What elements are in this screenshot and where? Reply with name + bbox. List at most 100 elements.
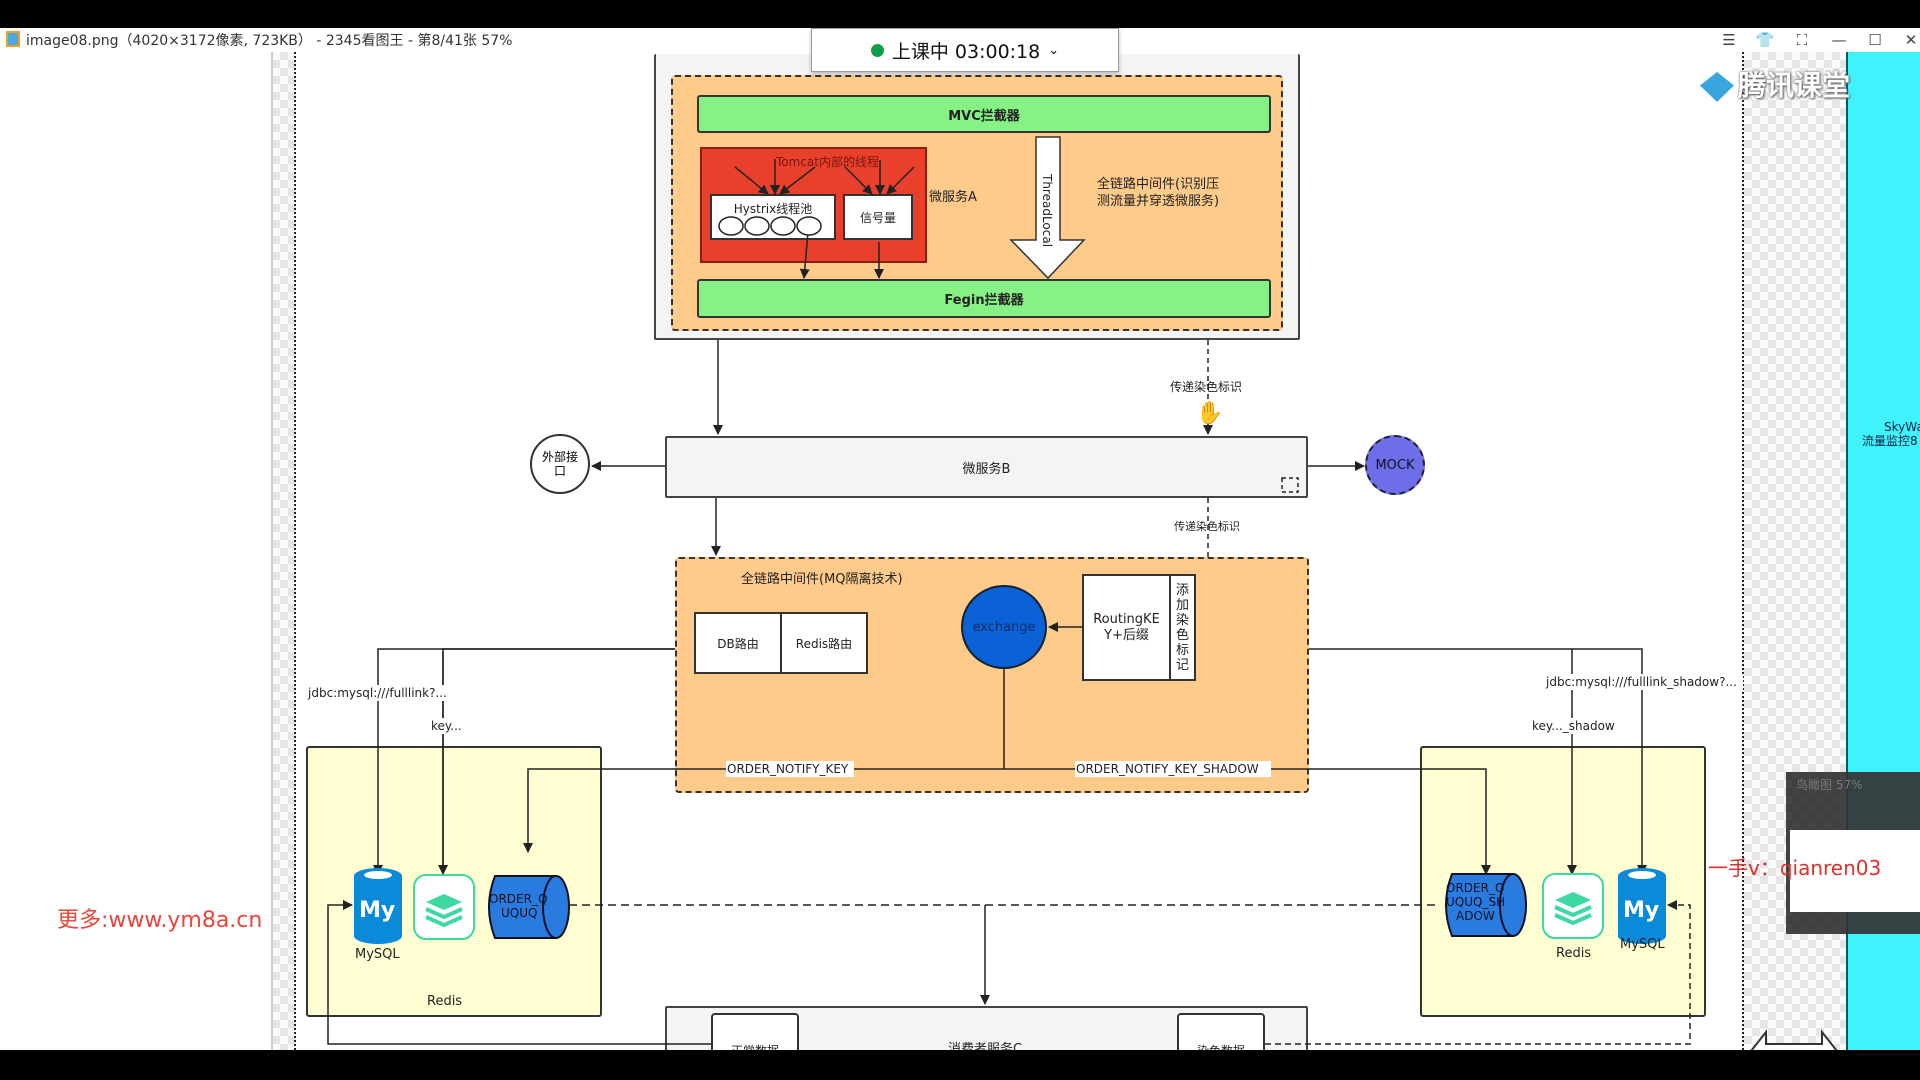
pass-tag-label-2: 传递染色标识 bbox=[1174, 519, 1240, 533]
navigator-preview[interactable] bbox=[1790, 830, 1920, 912]
external-api-node: 外部接 口 bbox=[530, 434, 590, 494]
notify-key-normal-label: ORDER_NOTIFY_KEY bbox=[727, 762, 849, 776]
normal-data-box: 正常数据 bbox=[711, 1013, 799, 1050]
thread-circle bbox=[770, 216, 796, 236]
mysql-normal-label: MySQL bbox=[355, 947, 400, 962]
middleware-note-line2: 测流量并穿透微服务) bbox=[1097, 194, 1220, 209]
middleware-note-line1: 全链路中间件(识别压 bbox=[1097, 177, 1220, 192]
arrow bbox=[734, 166, 769, 195]
external-api-line1: 外部接 bbox=[541, 450, 578, 464]
fegin-interceptor: Fegin拦截器 bbox=[697, 279, 1271, 318]
left-transparent-margin bbox=[272, 52, 296, 1050]
jdbc-normal-line bbox=[373, 648, 675, 875]
app-logo-icon bbox=[6, 31, 20, 47]
redis-normal-icon bbox=[413, 874, 475, 940]
arrow bbox=[779, 166, 816, 195]
skywalking-line1: SkyWa bbox=[1884, 420, 1920, 434]
external-api-line2: 口 bbox=[553, 464, 566, 478]
key-shadow-label: key..._shadow bbox=[1532, 719, 1615, 733]
chevron-down-icon[interactable]: ⌄ bbox=[1048, 42, 1060, 58]
add-tag-char: 染 bbox=[1175, 612, 1189, 628]
add-tag-char: 添 bbox=[1175, 582, 1189, 598]
tencent-classroom-logo: 腾讯课堂 bbox=[1700, 64, 1850, 104]
add-tag-box: 添 加 染 色 标 记 bbox=[1169, 574, 1196, 681]
label-bg bbox=[726, 761, 854, 777]
mysql-shadow-label: MySQL bbox=[1620, 937, 1665, 952]
close-icon[interactable]: ✕ bbox=[1904, 31, 1918, 49]
notify-key-shadow-line bbox=[1004, 768, 1491, 875]
image-viewer-canvas[interactable]: SkyWa 流量监控8 MVC拦截器 Fegin拦截器 Tomcat内部的线程 … bbox=[0, 52, 1920, 1050]
microservice-b: 微服务B bbox=[665, 436, 1308, 498]
notify-key-shadow-label: ORDER_NOTIFY_KEY_SHADOW bbox=[1076, 762, 1259, 776]
threadlocal-arrow bbox=[1009, 136, 1086, 280]
right-page-border bbox=[1742, 52, 1744, 1050]
queue-shadow-line3: ADOW bbox=[1456, 909, 1495, 923]
svg-text:My: My bbox=[1623, 898, 1659, 923]
skin-icon[interactable]: 👕 bbox=[1755, 31, 1775, 49]
thread-circle bbox=[796, 216, 822, 236]
skywalking-label: SkyWa 流量监控8 bbox=[1862, 420, 1920, 448]
jdbc-shadow-line bbox=[1309, 648, 1647, 875]
label-bg bbox=[306, 685, 456, 701]
mock-node: MOCK bbox=[1365, 435, 1425, 495]
tagged-data-box: 染色数据 bbox=[1177, 1013, 1265, 1050]
left-page-border bbox=[294, 52, 296, 1050]
window-title: image08.png（4020×3172像素, 723KB） - 2345看图… bbox=[26, 33, 513, 49]
mysql-shadow-icon: My bbox=[1618, 868, 1666, 944]
skywalking-line2: 流量监控8 bbox=[1862, 434, 1918, 448]
add-tag-char: 记 bbox=[1175, 657, 1189, 673]
diagram-connectors: ThreadLocal 传递染色标识 ✋ 传递染色标识 jdbc:mysql:/… bbox=[306, 136, 1838, 1050]
queue-shadow-icon bbox=[1445, 873, 1527, 937]
resize-handle-icon bbox=[1281, 477, 1299, 493]
maximize-icon[interactable]: ☐ bbox=[1868, 31, 1882, 49]
label-bg bbox=[1075, 761, 1271, 777]
fullscreen-icon[interactable]: ⛶ bbox=[1796, 31, 1808, 49]
semaphore-box: 信号量 bbox=[843, 194, 913, 240]
arrow bbox=[886, 166, 915, 195]
live-status-dot-icon bbox=[870, 43, 884, 57]
queue-shadow-line2: UQUQ_SH bbox=[1446, 895, 1505, 909]
arrow bbox=[799, 231, 810, 279]
redis-normal-label: Redis bbox=[427, 994, 462, 1009]
consumer-service-title: 消费者服务C bbox=[948, 1042, 1023, 1050]
label-bg bbox=[430, 718, 466, 734]
navigator-title: 鸟瞰图 57% bbox=[1796, 778, 1863, 792]
menu-icon[interactable]: ☰ bbox=[1722, 31, 1736, 49]
jdbc-normal-label: jdbc:mysql:///fulllink?... bbox=[307, 686, 447, 700]
minimize-icon[interactable]: — bbox=[1831, 31, 1847, 49]
brand-text: 腾讯课堂 bbox=[1738, 69, 1851, 102]
live-class-status[interactable]: 上课中 03:00:18 ⌄ bbox=[811, 28, 1119, 72]
queue-normal-icon bbox=[488, 875, 570, 939]
live-status-label: 上课中 03:00:18 bbox=[891, 40, 1041, 63]
mq-middleware-title: 全链路中间件(MQ隔离技术) bbox=[741, 572, 903, 587]
tagged-data-to-mysql-line bbox=[1265, 900, 1691, 1045]
watermark-left: 更多:www.ym8a.cn bbox=[57, 908, 263, 933]
horizontal-resize-arrow-icon bbox=[1750, 1029, 1838, 1050]
exchange-node: exchange bbox=[961, 585, 1047, 669]
add-tag-char: 加 bbox=[1175, 597, 1189, 613]
redis-shadow-label: Redis bbox=[1556, 946, 1591, 961]
queue-shadow-line1: ORDER_Q bbox=[1446, 881, 1504, 895]
routing-key-line2: Y+后缀 bbox=[1104, 627, 1149, 643]
thread-circle bbox=[718, 216, 744, 236]
redis-shadow-icon bbox=[1542, 873, 1604, 939]
middleware-note: 全链路中间件(识别压 测流量并穿透微服务) bbox=[1097, 176, 1219, 210]
queue-normal-line1: ORDER_Q bbox=[489, 892, 547, 906]
tomcat-threads-label: Tomcat内部的线程 bbox=[776, 155, 879, 169]
routing-key-box: RoutingKE Y+后缀 bbox=[1082, 574, 1171, 681]
arrow bbox=[844, 166, 873, 195]
watermark-right: 一手v：qianren03 bbox=[1708, 856, 1882, 880]
pass-tag-label-1: 传递染色标识 bbox=[1170, 379, 1242, 394]
notify-key-normal-line bbox=[523, 768, 1004, 853]
svg-text:My: My bbox=[359, 898, 395, 923]
add-tag-char: 标 bbox=[1175, 642, 1189, 658]
bottom-black-band bbox=[0, 1050, 1920, 1080]
play-icon bbox=[1700, 72, 1734, 102]
threadlocal-label: ThreadLocal bbox=[1040, 173, 1054, 247]
mvc-interceptor: MVC拦截器 bbox=[697, 95, 1271, 133]
db-route-box: DB路由 bbox=[694, 612, 782, 674]
thread-pool-circles bbox=[718, 216, 822, 236]
normal-data-to-mysql-line bbox=[327, 900, 711, 1045]
add-tag-char: 色 bbox=[1175, 627, 1189, 643]
label-bg bbox=[1531, 718, 1617, 734]
